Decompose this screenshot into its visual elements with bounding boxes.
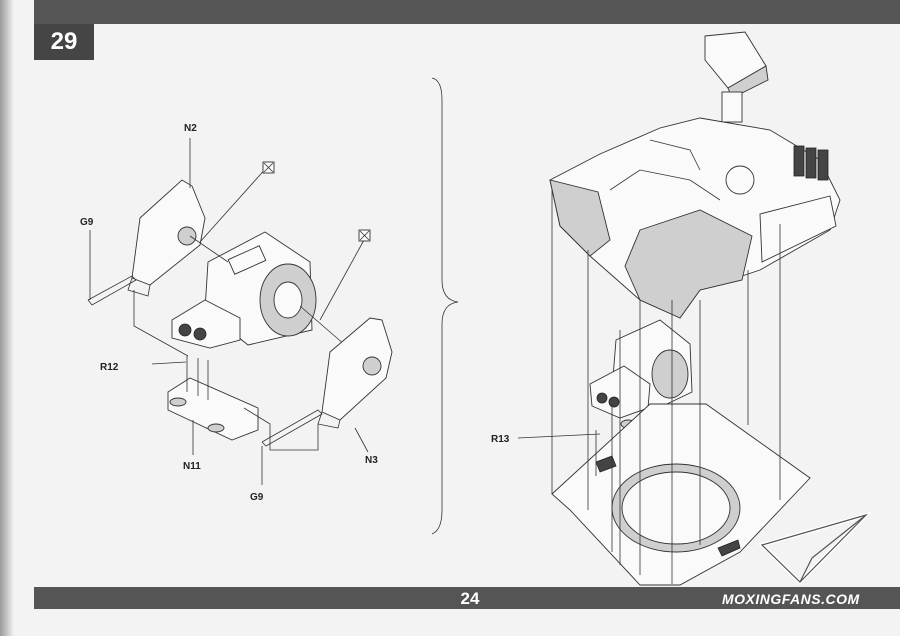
- bracket-separator: [431, 77, 459, 535]
- no-glue-icon: [262, 161, 275, 174]
- part-g9-rod-top: [87, 230, 137, 306]
- label-g9-top: G9: [80, 217, 94, 228]
- right-assembly: R13: [491, 31, 841, 586]
- part-n11-bracket: [167, 356, 259, 441]
- bottom-bar: [34, 587, 900, 609]
- paper-plane-logo-icon: [758, 510, 873, 585]
- label-n3: N3: [365, 455, 378, 466]
- label-n11: N11: [183, 461, 201, 472]
- step-number-badge: 29: [34, 24, 94, 60]
- part-turret-floor: [551, 403, 811, 586]
- watermark-text: MOXINGFANS.COM: [722, 591, 860, 607]
- part-drum: [171, 231, 317, 349]
- no-glue-icon: [358, 229, 371, 242]
- label-r13: R13: [491, 434, 510, 445]
- part-sight-tower: [704, 31, 769, 123]
- part-n3-plate: [317, 317, 393, 429]
- label-n2: N2: [184, 123, 197, 134]
- top-bar: [34, 0, 900, 24]
- page-binding: [0, 0, 14, 636]
- page-number: 24: [460, 589, 480, 608]
- label-r12: R12: [100, 362, 119, 373]
- part-turret-shell: [549, 117, 841, 319]
- label-g9-bottom: G9: [250, 492, 264, 503]
- left-subassembly: N2 G9 R12 N11 G9 N3: [80, 123, 393, 503]
- part-g9-rod-bottom: [261, 409, 323, 485]
